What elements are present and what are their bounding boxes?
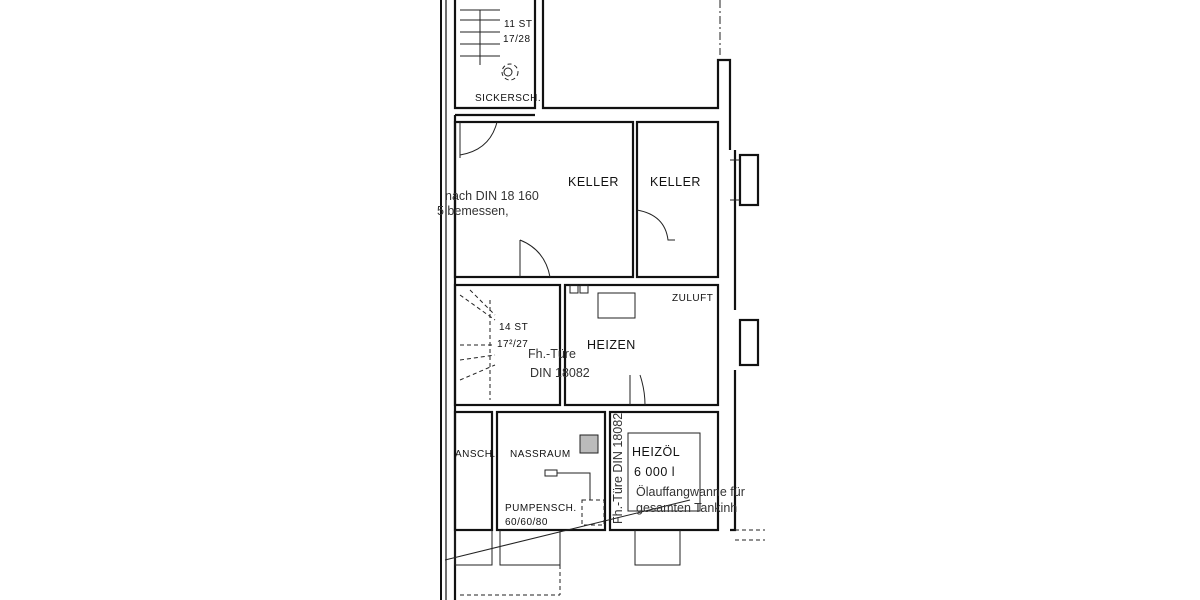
tank-volume: 6 000 l [634, 465, 675, 479]
fire-door-label-2: Fh.-Türe DIN 18082 [611, 413, 625, 524]
keller-rooms: KELLER KELLER nach DIN 18 160 5 bemessen… [437, 120, 760, 279]
room-heizoel: HEIZÖL [632, 445, 680, 459]
room-ansch: ANSCH. [455, 449, 496, 460]
pumpensch-label: PUMPENSCH. [505, 503, 577, 514]
oil-note-line1: Ölauffangwanne für [636, 485, 745, 499]
stair-top: 11 ST 17/28 SICKERSCH. [460, 9, 541, 104]
pumpensch-size: 60/60/80 [505, 517, 548, 528]
fire-door-label-a: Fh.-Türe [528, 347, 576, 361]
stair-mid-ratio: 17²/27 [497, 339, 528, 350]
stair-mid-steps: 14 ST [499, 322, 528, 333]
din-note-line2: 5 bemessen, [437, 204, 509, 218]
din-note-line1: nach DIN 18 160 [445, 189, 539, 203]
stair-top-ratio: 17/28 [503, 34, 531, 45]
room-heizen: HEIZEN [587, 338, 636, 352]
fire-door-label-b: DIN 18082 [530, 366, 590, 380]
zuluft-label: ZULUFT [672, 293, 713, 304]
bottom-row: ANSCH. NASSRAUM HEIZÖL 6 000 l Ölauffang… [444, 410, 765, 596]
room-nassraum: NASSRAUM [510, 449, 571, 460]
stair-top-steps: 11 ST [504, 19, 532, 30]
room-sickerschacht: SICKERSCH. [475, 93, 541, 104]
room-keller-1: KELLER [568, 175, 619, 189]
middle-row: ZULUFT HEIZEN 14 ST 17²/27 Fh.-Türe DIN … [453, 283, 760, 407]
oil-note-line2: gesamten Tankinh [636, 501, 737, 515]
room-keller-2: KELLER [650, 175, 701, 189]
